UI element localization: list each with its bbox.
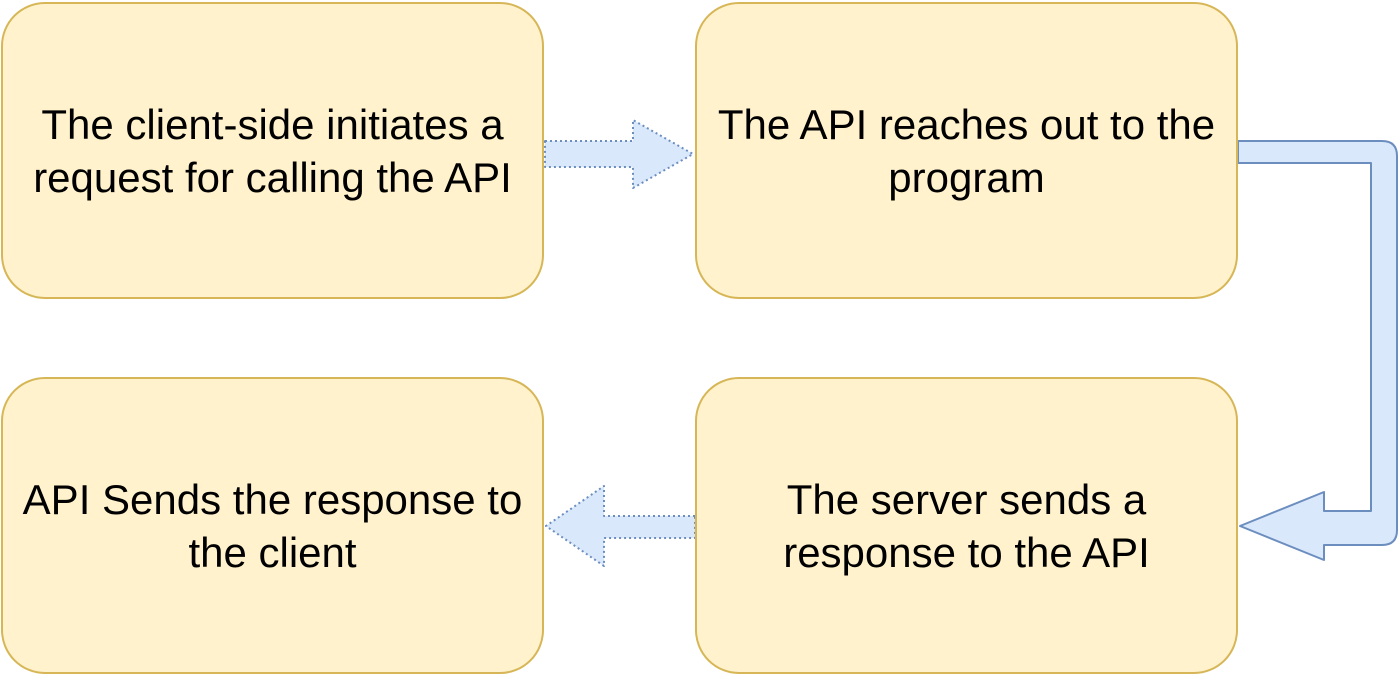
step-label: The API reaches out to the program [717, 100, 1216, 201]
step-label: The server sends a response to the API [783, 475, 1150, 576]
step-label: The client-side initiates a request for … [33, 100, 512, 201]
step-box-server-response: The server sends a response to the API [695, 377, 1238, 674]
step-box-api-sends-response: API Sends the response to the client [1, 377, 544, 674]
arrow-step2-to-step3 [1237, 140, 1398, 561]
step-box-client-request: The client-side initiates a request for … [1, 2, 544, 299]
step-box-api-reaches-program: The API reaches out to the program [695, 2, 1238, 299]
step-label: API Sends the response to the client [22, 475, 523, 576]
arrow-step3-to-step4 [545, 485, 696, 567]
arrow-step1-to-step2 [544, 119, 694, 189]
